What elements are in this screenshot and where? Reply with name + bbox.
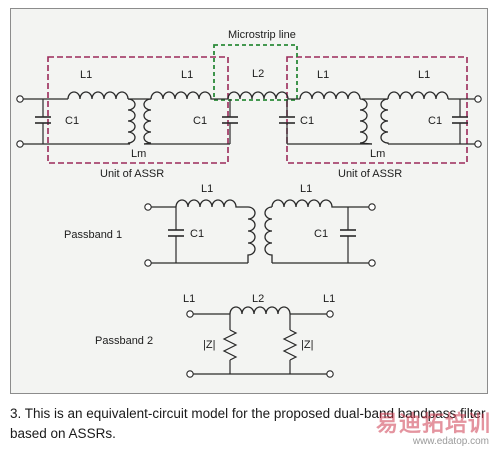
terminal	[186, 310, 194, 318]
lm-label: Lm	[370, 148, 385, 160]
unit-assr-label-right: Unit of ASSR	[338, 168, 402, 180]
c1-label: C1	[193, 115, 207, 127]
terminal	[474, 140, 482, 148]
inductor-l2	[227, 91, 289, 100]
assr-unit-left-box	[47, 56, 229, 164]
l1-label: L1	[183, 293, 195, 305]
capacitor-c1	[279, 99, 295, 144]
inductor-l1	[67, 91, 129, 100]
watermark-logo: 易迪拓培训	[375, 411, 491, 436]
inductor-lm-right-a	[359, 98, 373, 145]
inductor-l1	[387, 91, 449, 100]
c1-label: C1	[300, 115, 314, 127]
l1-label: L1	[323, 293, 335, 305]
capacitor-c1	[168, 207, 184, 263]
microstrip-box	[213, 44, 298, 101]
figure-caption: 3. This is an equivalent-circuit model f…	[10, 406, 486, 441]
c1-label: C1	[65, 115, 79, 127]
inductor-lm-passband	[264, 206, 273, 263]
l1-label: L1	[80, 69, 92, 81]
c1-label: C1	[190, 228, 204, 240]
capacitor-c1	[452, 99, 468, 144]
terminal	[186, 370, 194, 378]
passband-2-label: Passband 2	[95, 335, 153, 347]
inductor-lm-passband	[247, 206, 256, 263]
inductor-l1	[175, 199, 248, 208]
l1-label: L1	[181, 69, 193, 81]
c1-label: C1	[428, 115, 442, 127]
terminal	[16, 95, 24, 103]
terminal	[326, 370, 334, 378]
inductor-lm-left-a	[127, 98, 136, 145]
passband-1-label: Passband 1	[64, 229, 122, 241]
l1-label: L1	[418, 69, 430, 81]
l1-label: L1	[317, 69, 329, 81]
terminal	[368, 203, 376, 211]
unit-assr-label-left: Unit of ASSR	[100, 168, 164, 180]
capacitor-c1	[35, 99, 51, 144]
inductor-lm-left-b	[143, 98, 152, 145]
l2-label: L2	[252, 68, 264, 80]
terminal	[326, 310, 334, 318]
terminal	[144, 259, 152, 267]
inductor-l1	[271, 199, 348, 208]
capacitor-c1	[222, 99, 238, 144]
inductor-l1	[150, 91, 214, 100]
terminal	[16, 140, 24, 148]
impedance-z-left	[222, 314, 238, 374]
lm-label: Lm	[131, 148, 146, 160]
l2-label: L2	[252, 293, 264, 305]
inductor-lm-right-b	[380, 98, 389, 144]
terminal	[474, 95, 482, 103]
watermark-url: www.edatop.com	[412, 436, 489, 447]
terminal	[144, 203, 152, 211]
capacitor-c1	[340, 207, 356, 263]
inductor-l1	[299, 91, 361, 100]
l1-label: L1	[201, 183, 213, 195]
z-label: |Z|	[203, 339, 215, 351]
z-label: |Z|	[301, 339, 313, 351]
terminal	[368, 259, 376, 267]
inductor-l2	[229, 306, 291, 315]
microstrip-label: Microstrip line	[228, 29, 296, 41]
impedance-z-right	[282, 314, 298, 374]
figure-panel	[10, 8, 488, 394]
c1-label: C1	[314, 228, 328, 240]
l1-label: L1	[300, 183, 312, 195]
